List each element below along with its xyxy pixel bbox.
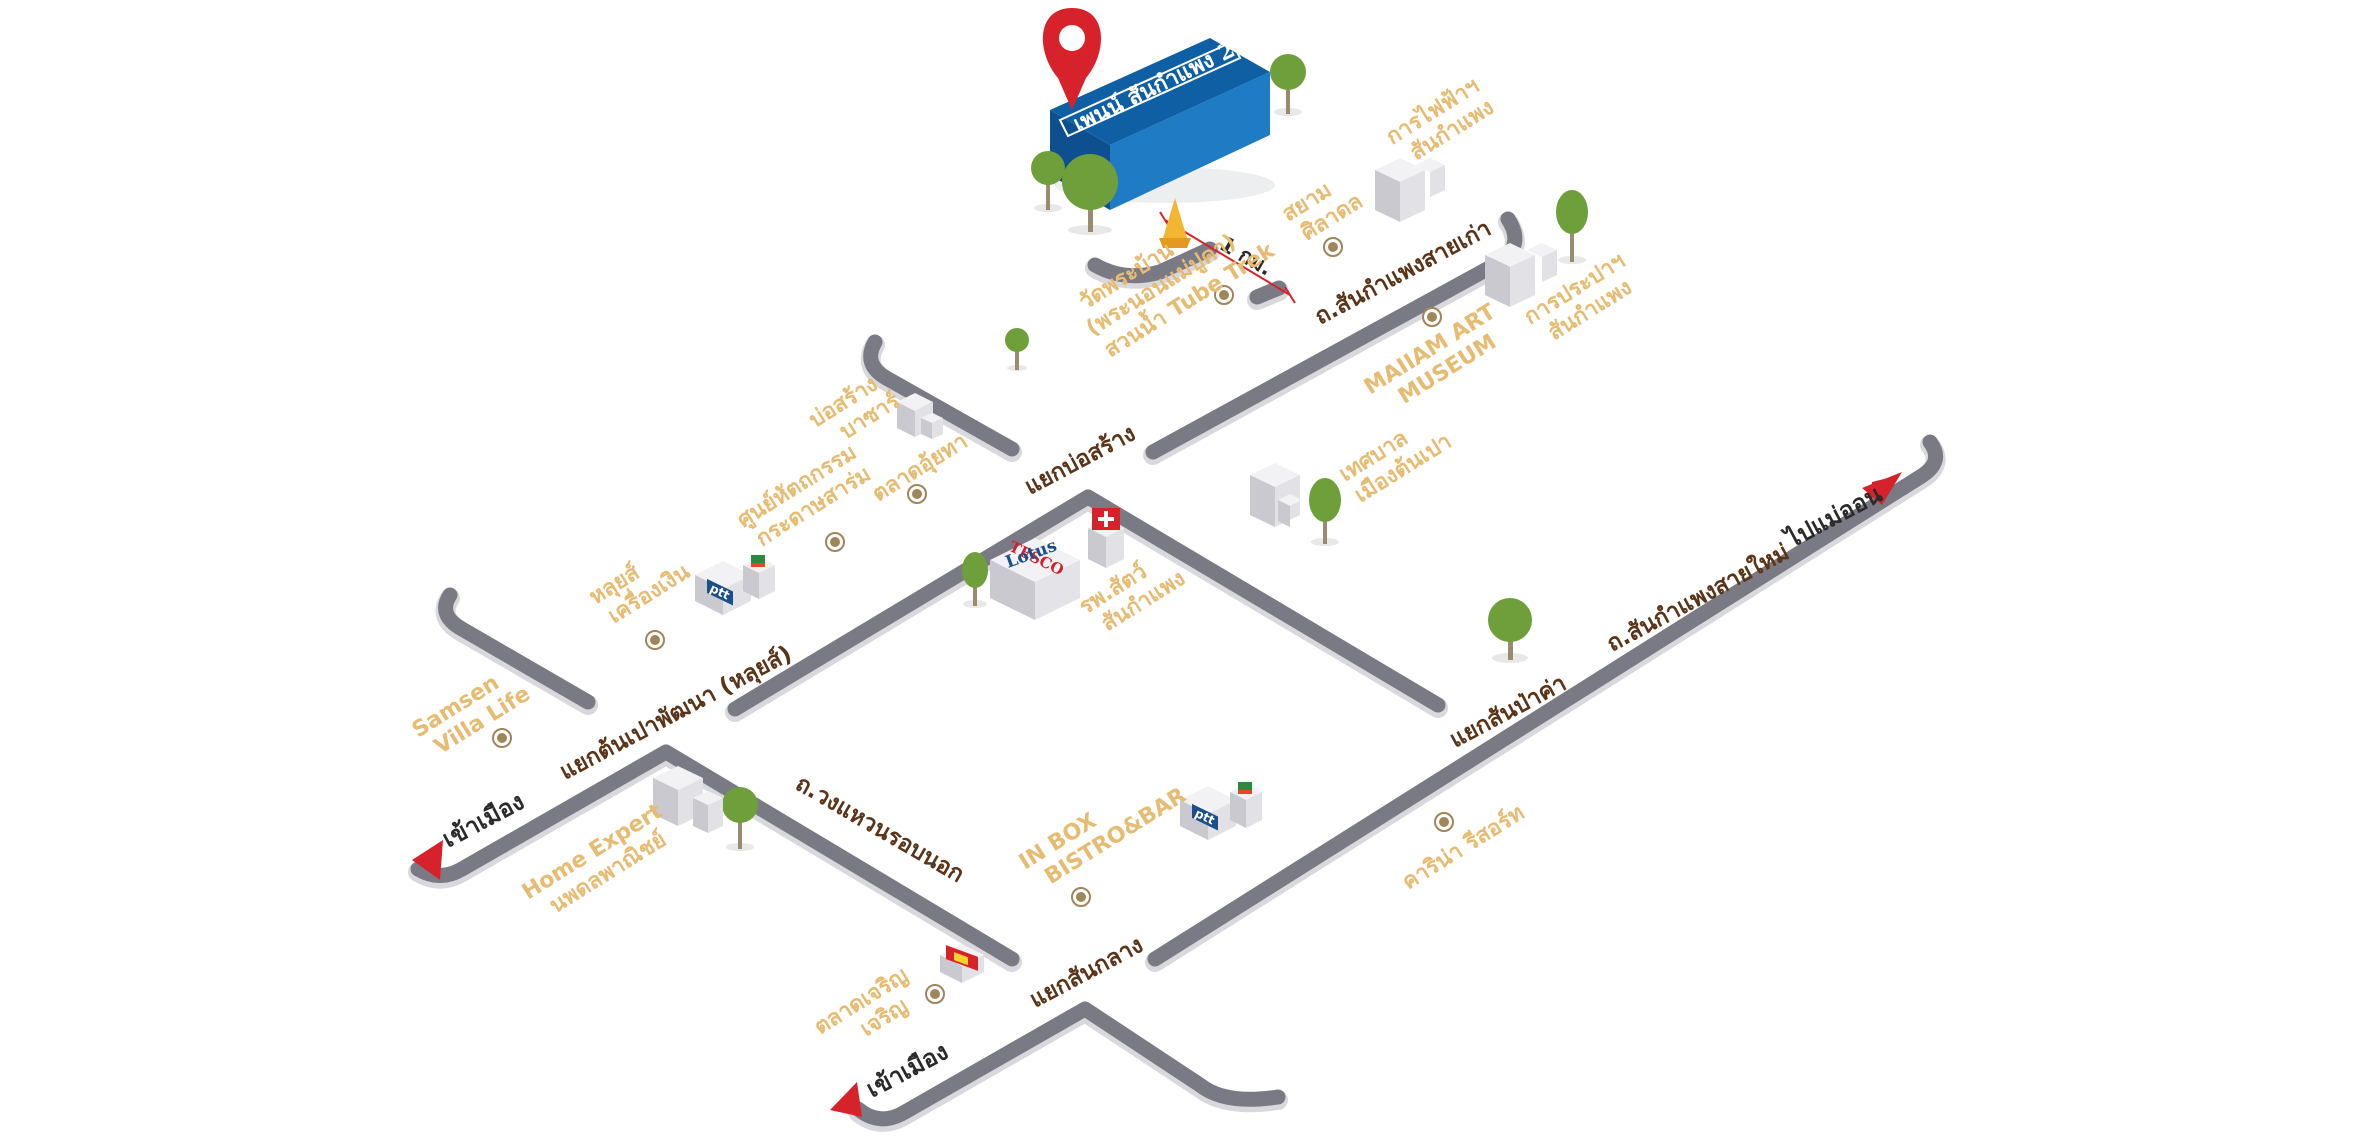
building-icon bbox=[897, 393, 943, 439]
tree-icon bbox=[1270, 54, 1306, 116]
poi-dot-icon[interactable] bbox=[1422, 307, 1442, 327]
place-inbox: IN BOX BISTRO&BAR bbox=[1015, 761, 1191, 897]
poi-dot-icon[interactable] bbox=[907, 484, 927, 504]
poi-dot-icon[interactable] bbox=[1214, 285, 1234, 305]
tree-icon bbox=[962, 552, 988, 608]
location-pin-icon[interactable] bbox=[1042, 8, 1102, 110]
poi-dot-icon[interactable] bbox=[492, 728, 512, 748]
trees bbox=[722, 54, 1588, 851]
tree-icon bbox=[1005, 328, 1029, 371]
intersection-sanklang: แยกสันกลาง bbox=[1026, 932, 1148, 1013]
tree-icon bbox=[1062, 154, 1118, 235]
tesco-lotus-store[interactable]: TESCO Lotus bbox=[990, 536, 1080, 620]
road-label-new: ถ.สันกำแพงสายใหม่ bbox=[1602, 538, 1794, 658]
arrow-west-icon bbox=[412, 840, 443, 880]
tree-icon bbox=[722, 787, 758, 851]
temple-icon bbox=[1159, 198, 1191, 248]
poi-dot-icon[interactable] bbox=[1323, 237, 1343, 257]
building-icon bbox=[1250, 463, 1302, 527]
ptt-station-north: ptt bbox=[695, 555, 775, 615]
buildings bbox=[653, 158, 1557, 833]
place-samsen: Samsen Villa Life bbox=[408, 659, 535, 765]
direction-arrows bbox=[412, 472, 1902, 1117]
place-electricity: การไฟฟ้าฯ สันกำแพง bbox=[1381, 68, 1504, 172]
bigc-store bbox=[940, 944, 984, 983]
building-icon bbox=[1375, 158, 1445, 222]
ptt-station-south: ptt bbox=[1180, 782, 1262, 840]
place-carina: คาริน่า รีสอร์ท bbox=[1397, 800, 1528, 896]
tree-icon bbox=[1031, 151, 1065, 212]
place-handicraft: ศูนย์หัตถกรรม กระดาษสาร่ม bbox=[732, 435, 881, 555]
place-jaroen: ตลาดเจริญ เจริญ bbox=[810, 959, 933, 1062]
building-icon bbox=[1485, 243, 1557, 307]
poi-dot-icon[interactable] bbox=[1434, 812, 1454, 832]
road-label-ring: ถ.วงแหวนรอบนอก bbox=[791, 771, 968, 888]
place-siam: สยาม ศิลาดล bbox=[1278, 167, 1367, 249]
road-labels: ถ.สันกำแพงสายเก่า ถ.สันกำแพงสายใหม่ ถ.วง… bbox=[791, 216, 1794, 889]
poi-dot-icon[interactable] bbox=[825, 532, 845, 552]
poi-dot-icon[interactable] bbox=[925, 984, 945, 1004]
poi-dot-icon[interactable] bbox=[1071, 887, 1091, 907]
tree-icon bbox=[1556, 190, 1588, 264]
place-louis: หลุยส์ เครื่องเงิน bbox=[584, 536, 694, 632]
hospital-building bbox=[1088, 508, 1124, 568]
poi-dot-icon[interactable] bbox=[645, 630, 665, 650]
arrow-south-icon bbox=[830, 1082, 862, 1117]
poi-markers bbox=[492, 237, 1454, 1004]
intersection-bosang: แยกบ่อสร้าง bbox=[1021, 420, 1140, 500]
tree-icon bbox=[1488, 598, 1532, 663]
tree-icon bbox=[1309, 478, 1341, 546]
building-icon bbox=[653, 766, 723, 833]
road-network bbox=[408, 139, 1946, 1132]
place-municipality: เทศบาล เมืองต้นเปา bbox=[1335, 407, 1456, 509]
